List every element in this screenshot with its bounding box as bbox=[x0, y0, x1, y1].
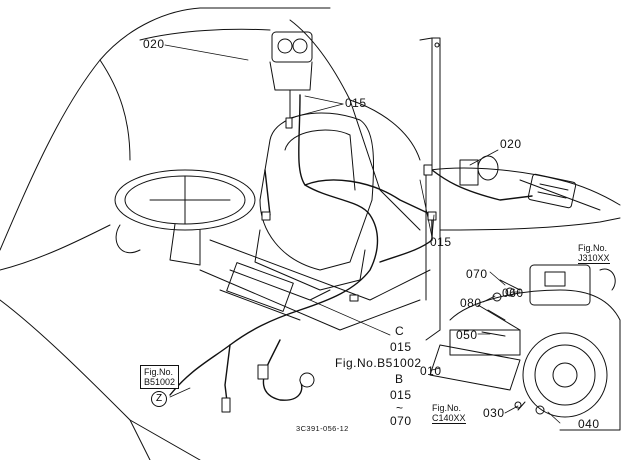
callout-010: 010 bbox=[420, 364, 442, 378]
callout-040: 040 bbox=[578, 417, 600, 431]
fender-right-outline bbox=[289, 19, 621, 231]
fig-ref-j310-line1: Fig.No. bbox=[578, 243, 608, 253]
legend-b-015: 015 bbox=[390, 388, 412, 402]
fig-ref-c140-line2: C140XX bbox=[432, 413, 466, 424]
fig-ref-j310-line2: J310XX bbox=[578, 253, 610, 264]
drawing-code: 3C391-056-12 bbox=[296, 424, 349, 433]
fig-ref-j310[interactable]: Fig.No. J310XX bbox=[578, 243, 610, 264]
floor-platform bbox=[199, 239, 431, 331]
legend-c-015: 015 bbox=[390, 340, 412, 354]
zoom-marker-z[interactable]: Z bbox=[151, 391, 167, 407]
fig-ref-c140[interactable]: Fig.No. C140XX bbox=[432, 403, 466, 424]
connectors bbox=[221, 117, 437, 413]
fig-ref-b51002-main[interactable]: Fig.No.B51002 bbox=[335, 356, 422, 370]
legend-b-070: 070 bbox=[390, 414, 412, 428]
callout-015-mid: 015 bbox=[430, 235, 452, 249]
inset-transmission bbox=[429, 264, 621, 431]
fig-ref-b51002-box[interactable]: Fig.No. B51002 bbox=[140, 365, 180, 389]
callout-015-top: 015 bbox=[345, 96, 367, 110]
callout-020-top: 020 bbox=[143, 37, 165, 51]
fig-ref-b51002-box-line2: B51002 bbox=[144, 377, 176, 387]
callout-050: 050 bbox=[456, 328, 478, 342]
fig-ref-c140-line1: Fig.No. bbox=[432, 403, 462, 413]
fig-ref-b51002-box-line1: Fig.No. bbox=[144, 367, 174, 377]
steering-wheel bbox=[114, 169, 256, 266]
legend-c-label: C bbox=[395, 324, 405, 338]
leader-lines bbox=[164, 44, 499, 398]
rear-light bbox=[459, 155, 577, 209]
callout-060: 060 bbox=[502, 286, 524, 300]
legend-b-label: B bbox=[395, 372, 404, 386]
rops-pillar bbox=[419, 37, 441, 341]
inset-leaders bbox=[431, 271, 561, 424]
dash-unit bbox=[269, 31, 313, 121]
wiring-harness bbox=[169, 94, 533, 411]
legend-tilde: ~ bbox=[396, 401, 404, 415]
hood-outline bbox=[0, 7, 331, 460]
callout-080: 080 bbox=[460, 296, 482, 310]
seat bbox=[254, 112, 375, 291]
callout-020-right: 020 bbox=[500, 137, 522, 151]
callout-070: 070 bbox=[466, 267, 488, 281]
callout-030: 030 bbox=[483, 406, 505, 420]
